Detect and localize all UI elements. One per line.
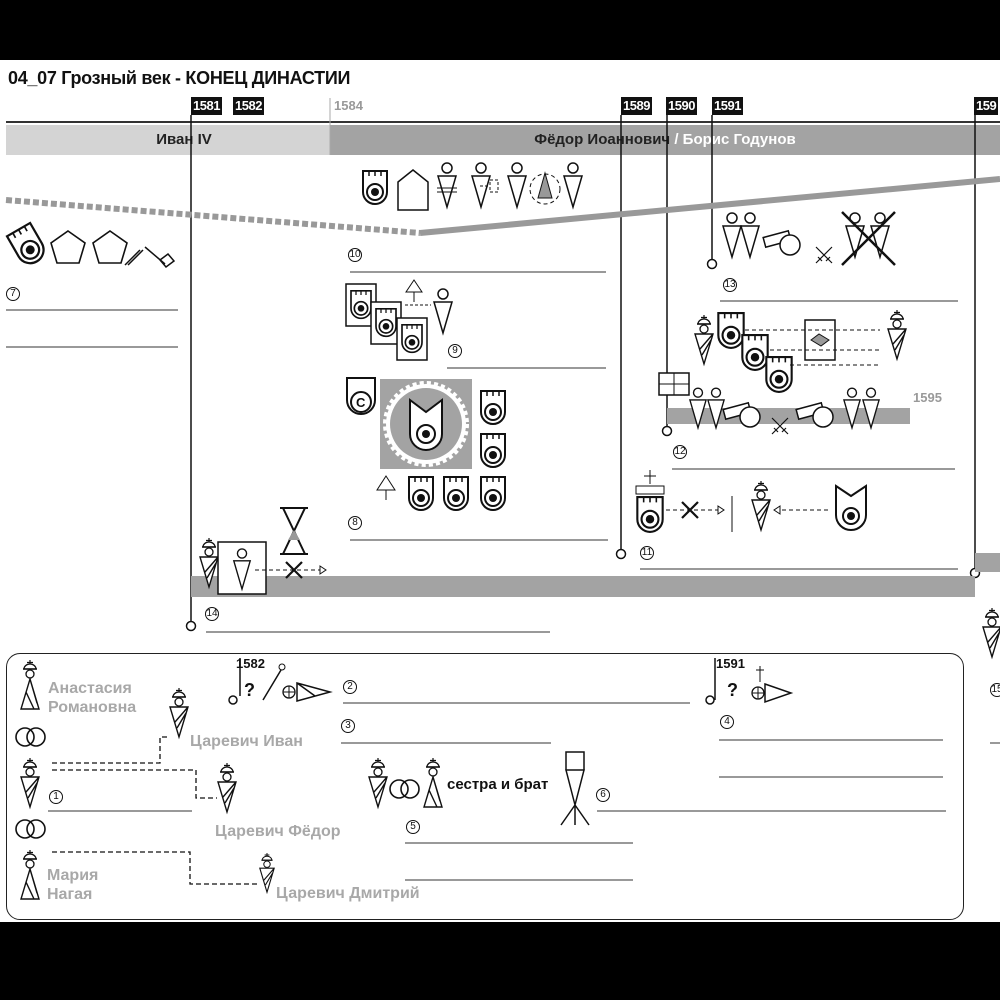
- event-number-7: 7: [6, 287, 20, 301]
- year-tag-1590: 1590: [666, 97, 697, 115]
- diagram-graphics: C: [5, 98, 1000, 900]
- text-line: [6, 346, 178, 348]
- text-line: [350, 539, 608, 541]
- event-14-icons: [199, 507, 327, 595]
- svg-text:C: C: [356, 395, 366, 410]
- question-mark: ?: [244, 680, 255, 700]
- year-1595: 1595: [913, 390, 942, 405]
- name-tsarevich-ivan: Царевич Иван: [190, 733, 303, 750]
- text-line: [640, 568, 958, 570]
- number-6: 6: [596, 788, 610, 802]
- text-line: [343, 702, 690, 704]
- text-line: [48, 810, 192, 812]
- text-line: [206, 631, 550, 633]
- reign-label: Иван IV: [156, 131, 212, 148]
- timeline-sheet: 04_07 Грозный век - КОНЕЦ ДИНАСТИИ 1581 …: [0, 60, 1000, 922]
- reign-label-godunov: / Борис Годунов: [670, 131, 796, 148]
- genealogy-panel: [6, 653, 964, 920]
- year-1582-label: 1582: [236, 656, 265, 671]
- period-bar-right: [975, 553, 1000, 572]
- name-anastasia: Анастасия Романовна: [48, 680, 137, 716]
- year-tag-1591: 1591: [712, 97, 743, 115]
- event-number-13: 13: [723, 278, 737, 292]
- name-tsarevich-dmitry: Царевич Дмитрий: [276, 885, 420, 902]
- year-tag-159x: 159: [974, 97, 999, 115]
- text-line: [719, 776, 943, 778]
- event-8-icons: C: [346, 377, 506, 511]
- text-line: [597, 810, 946, 812]
- event-12-icons: [658, 309, 907, 435]
- partial-figure-icon: [982, 607, 1000, 658]
- text-line: [990, 742, 1000, 744]
- text-line: [350, 271, 606, 273]
- event-7-icons: [5, 221, 176, 270]
- dashed-trend-line: [5, 197, 421, 236]
- sibling-label: сестра и брат: [447, 776, 549, 793]
- text-line: [341, 742, 551, 744]
- name-maria-nagaya: Мария Нагая: [47, 867, 99, 903]
- event-13-icons: [722, 211, 896, 266]
- event-number-14: 14: [205, 607, 219, 621]
- main-period-bar: [191, 576, 975, 597]
- text-line: [6, 309, 178, 311]
- reign-label: Фёдор Иоаннович: [534, 131, 671, 148]
- timeline-axis: [6, 121, 1000, 123]
- year-tag-1584: 1584: [334, 98, 363, 113]
- text-line: [720, 300, 958, 302]
- number-2: 2: [343, 680, 357, 694]
- text-line: [672, 468, 955, 470]
- year-tag-1589: 1589: [621, 97, 652, 115]
- year-1591-label: 1591: [716, 656, 745, 671]
- question-mark: ?: [727, 680, 738, 700]
- name-tsarevich-fedor: Царевич Фёдор: [215, 823, 341, 840]
- event-10-icons: [362, 162, 583, 211]
- text-line: [405, 879, 633, 881]
- year-tag-1581: 1581: [191, 97, 222, 115]
- genealogy-icons: [15, 658, 794, 900]
- page-title: 04_07 Грозный век - КОНЕЦ ДИНАСТИИ: [8, 68, 351, 88]
- number-15: 15: [990, 683, 1000, 697]
- event-number-9: 9: [448, 344, 462, 358]
- text-line: [447, 367, 606, 369]
- solid-trend-line: [419, 176, 1000, 236]
- event-11-icons: [635, 470, 867, 533]
- event-number-11: 11: [640, 546, 654, 560]
- reign-ivan-iv: Иван IV: [6, 125, 330, 155]
- number-3: 3: [341, 719, 355, 733]
- reign-fedor: Фёдор Иоаннович / Борис Годунов: [330, 125, 1000, 155]
- number-1: 1: [49, 790, 63, 804]
- event-number-10: 10: [348, 248, 362, 262]
- number-4: 4: [720, 715, 734, 729]
- number-5: 5: [406, 820, 420, 834]
- event-number-12: 12: [673, 445, 687, 459]
- year-tag-1582: 1582: [233, 97, 264, 115]
- text-line: [405, 842, 633, 844]
- event-9-icons: [345, 279, 453, 361]
- year-lines: [185, 98, 981, 632]
- event-number-8: 8: [348, 516, 362, 530]
- text-line: [719, 739, 943, 741]
